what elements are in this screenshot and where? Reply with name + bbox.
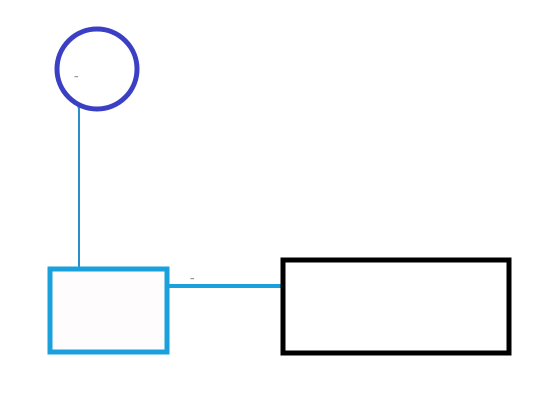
connector-label: – bbox=[190, 274, 195, 284]
blue-box-node[interactable] bbox=[47, 266, 170, 355]
circle-node[interactable] bbox=[54, 26, 140, 112]
circle-node-label: – bbox=[74, 72, 79, 82]
black-box-node[interactable] bbox=[280, 257, 512, 356]
